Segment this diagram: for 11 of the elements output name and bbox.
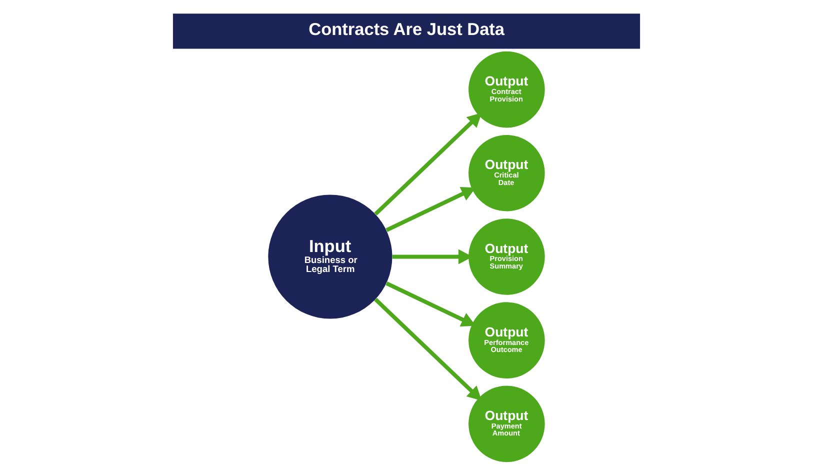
node-circle: Output Performance Outcome xyxy=(468,302,545,378)
node-circle: Output Provision Summary xyxy=(468,218,545,295)
diagram-title: Contracts Are Just Data xyxy=(308,19,505,40)
node-circle: Output Contract Provision xyxy=(468,51,545,128)
node-circle: Output Payment Amount xyxy=(468,386,545,462)
arrow xyxy=(386,282,476,327)
arrow xyxy=(374,298,482,401)
node-circle: Output Critical Date xyxy=(468,135,545,212)
arrow xyxy=(386,186,476,232)
arrow xyxy=(374,112,482,216)
node-circle: Input Business or Legal Term xyxy=(268,194,392,319)
